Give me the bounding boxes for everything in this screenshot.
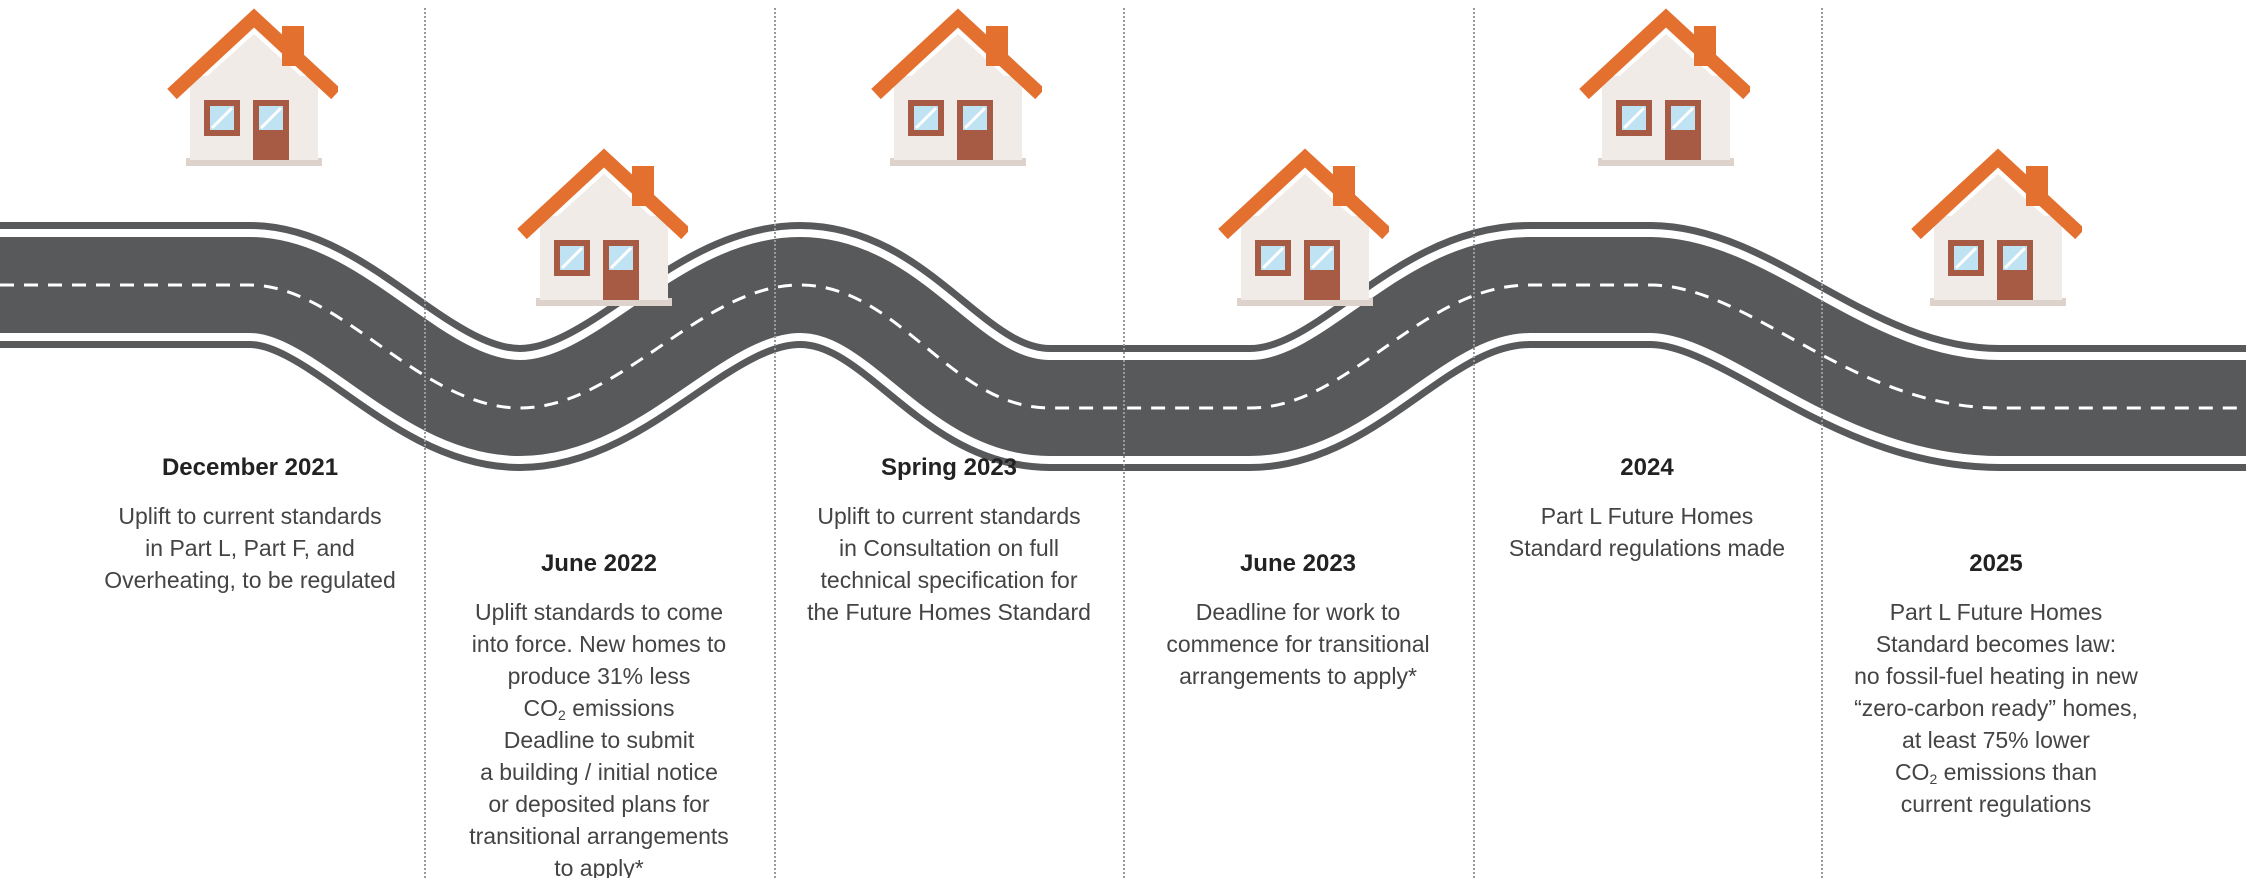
road-center-dashes	[0, 283, 2246, 410]
event-text: Uplift standards to come	[474, 599, 723, 625]
timeline-event-spring-2023: Spring 2023 Uplift to current standards …	[784, 452, 1114, 628]
house-icon	[1906, 148, 2082, 308]
column-divider	[424, 8, 426, 878]
event-text: or deposited plans for	[488, 791, 710, 817]
house-icon	[1213, 148, 1389, 308]
event-text: commence for transitional	[1166, 631, 1430, 657]
timeline-event-2024: 2024 Part L Future Homes Standard regula…	[1482, 452, 1812, 564]
event-text: into force. New homes to	[471, 631, 727, 657]
event-text: the Future Homes Standard	[807, 599, 1091, 625]
event-text: produce 31% less	[507, 663, 691, 689]
event-text: transitional arrangements	[469, 823, 729, 849]
co2-label: CO	[1894, 759, 1930, 785]
column-divider	[1821, 8, 1823, 878]
event-text: Overheating, to be regulated	[104, 567, 396, 593]
event-title: 2024	[1620, 454, 1674, 481]
event-text: emissions	[572, 695, 675, 721]
timeline-event-june-2023: June 2023 Deadline for work to commence …	[1133, 548, 1463, 692]
co2-label: CO	[523, 695, 559, 721]
event-text: current regulations	[1900, 791, 2092, 817]
event-text: Part L Future Homes	[1889, 599, 2103, 625]
event-text: Uplift to current standards	[118, 503, 382, 529]
event-text: Standard regulations made	[1508, 535, 1786, 561]
event-title: June 2022	[540, 550, 658, 577]
event-text: emissions than	[1943, 759, 2098, 785]
event-text: in Consultation on full	[839, 535, 1059, 561]
event-text: in Part L, Part F, and	[145, 535, 355, 561]
event-text: Deadline for work to	[1195, 599, 1401, 625]
event-text: Deadline to submit	[503, 727, 695, 753]
event-text-co2: CO2 emissions than	[1831, 756, 2161, 788]
event-text: arrangements to apply*	[1179, 663, 1417, 689]
column-divider	[1123, 8, 1125, 878]
event-text: at least 75% lower	[1902, 727, 2090, 753]
column-divider	[774, 8, 776, 878]
house-icon	[162, 8, 338, 168]
event-text: “zero-carbon ready” homes,	[1854, 695, 2138, 721]
event-text: a building / initial notice	[480, 759, 718, 785]
event-text-co2: CO2 emissions	[434, 692, 764, 724]
co2-subscript: 2	[1929, 771, 1938, 787]
timeline-event-june-2022: June 2022 Uplift standards to come into …	[434, 548, 764, 878]
house-icon	[512, 148, 688, 308]
co2-subscript: 2	[558, 707, 566, 723]
event-title: December 2021	[161, 454, 339, 481]
house-icon	[1574, 8, 1750, 168]
event-text: no fossil-fuel heating in new	[1854, 663, 2138, 689]
event-title: June 2023	[1239, 550, 1357, 577]
event-text: to apply*	[554, 855, 644, 878]
event-title: Spring 2023	[880, 454, 1018, 481]
event-text: technical specification for	[820, 567, 1078, 593]
event-title: 2025	[1969, 550, 2023, 577]
timeline-event-december-2021: December 2021 Uplift to current standard…	[85, 452, 415, 596]
event-text: Part L Future Homes	[1540, 503, 1754, 529]
timeline-event-2025: 2025 Part L Future Homes Standard become…	[1831, 548, 2161, 820]
column-divider	[1473, 8, 1475, 878]
house-icon	[866, 8, 1042, 168]
event-text: Uplift to current standards	[817, 503, 1081, 529]
event-text: Standard becomes law:	[1875, 631, 2117, 657]
